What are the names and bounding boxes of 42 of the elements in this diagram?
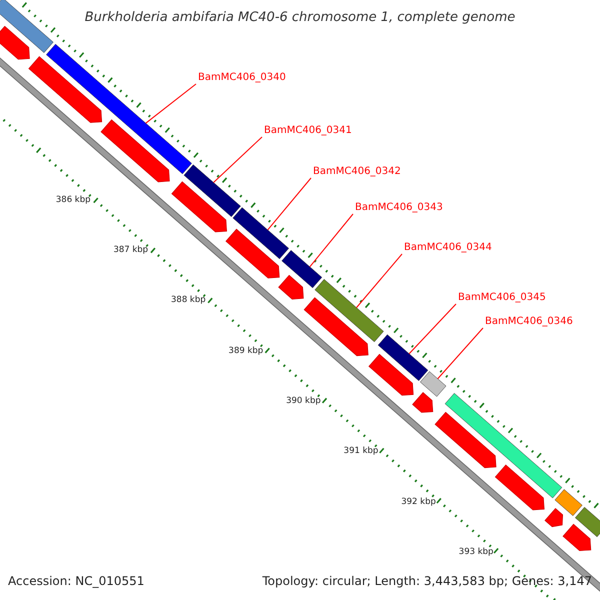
coding-sequence-feature (562, 524, 592, 552)
leader-line (267, 178, 312, 230)
leader-line (213, 136, 262, 183)
coding-sequence-feature (494, 464, 544, 510)
coding-sequence-feature (226, 228, 280, 278)
footer-text: Topology: circular; Length: 3,443,583 bp; Genes: 3,147 (262, 574, 592, 588)
gene-label: BamMC406_0345 (458, 292, 546, 303)
position-label: 391 kbp (344, 446, 378, 456)
position-label: 390 kbp (286, 396, 321, 406)
leader-line (437, 328, 484, 380)
coding-sequence-feature (100, 119, 170, 182)
coding-sequence-feature (544, 508, 564, 528)
position-label: 386 kbp (56, 194, 91, 205)
gene-feature-bar (282, 250, 322, 288)
leader-line (408, 304, 456, 354)
gene-feature-bar (420, 371, 446, 397)
gene-label: BamMC406_0342 (313, 166, 401, 177)
leader-line (309, 214, 354, 268)
coding-sequence-feature (434, 412, 496, 468)
gene-feature-bar (575, 507, 600, 538)
coding-sequence-feature (368, 354, 414, 396)
leader-line (145, 84, 196, 124)
leader-line (356, 254, 402, 308)
position-label: 387 kbp (113, 244, 148, 255)
coding-sequence-feature (28, 56, 102, 123)
coding-sequence-feature (171, 181, 227, 232)
coding-sequence-feature (278, 274, 304, 300)
position-label: 389 kbp (228, 346, 264, 356)
gene-label: BamMC406_0343 (355, 202, 443, 213)
gene-label: BamMC406_0341 (264, 125, 352, 136)
gene-label: BamMC406_0346 (485, 316, 573, 327)
map-title: Burkholderia ambifaria MC40-6 chromosome 1, complete genome (84, 10, 516, 25)
coding-sequence-feature (304, 297, 368, 356)
footer-text: Accession: NC_010551 (8, 574, 144, 588)
coding-sequence-feature (412, 392, 434, 413)
coding-sequence-feature (0, 26, 30, 60)
gene-label: BamMC406_0340 (198, 72, 286, 83)
position-label: 392 kbp (401, 496, 436, 507)
position-label: 393 kbp (458, 547, 494, 558)
position-label: 388 kbp (171, 295, 206, 306)
gene-label: BamMC406_0344 (404, 242, 492, 253)
gene-feature-bar (554, 489, 582, 516)
